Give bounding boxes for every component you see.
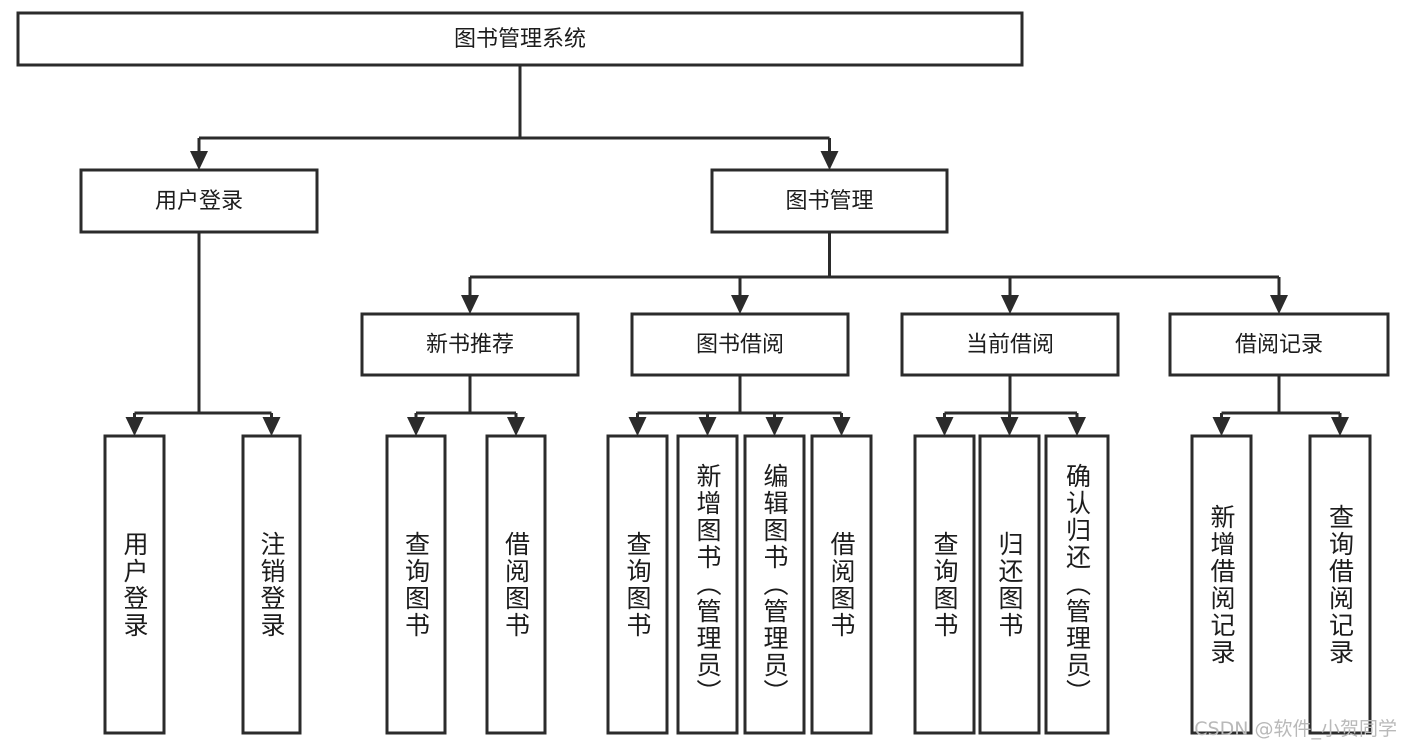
arrowhead-level2-1: [820, 151, 839, 170]
arrowhead-level2-0: [190, 151, 208, 170]
node-new-book-rec-label: 新书推荐: [426, 333, 514, 358]
node-leaf-logout[interactable]: [241, 434, 302, 735]
node-book-borrow[interactable]: [630, 312, 850, 377]
arrowhead-leaf-confirm-return: [1068, 417, 1086, 436]
arrowhead-leaf-logout: [262, 417, 281, 436]
node-user-login-label: 用户登录: [155, 189, 243, 214]
arrowhead-leaf-edit-book: [765, 417, 784, 436]
arrowhead-leaf-add-book: [698, 417, 717, 436]
node-borrow-record-label: 借阅记录: [1235, 333, 1323, 358]
node-root-label: 图书管理系统: [454, 27, 586, 52]
node-box-layer: [16, 11, 1390, 735]
arrowhead-level3-0: [461, 295, 479, 314]
arrowhead-leaf-query-record: [1331, 417, 1349, 436]
arrowhead-leaf-borrow-book-b: [832, 417, 851, 436]
arrowhead-level3-3: [1270, 295, 1288, 314]
node-leaf-return-book[interactable]: [978, 434, 1041, 735]
node-borrow-record[interactable]: [1168, 312, 1390, 377]
node-leaf-confirm-return[interactable]: [1044, 434, 1110, 735]
node-root[interactable]: [16, 11, 1024, 67]
arrowhead-leaf-query-book-rec: [407, 417, 425, 436]
node-leaf-add-record[interactable]: [1190, 434, 1253, 735]
arrowhead-leaf-query-book-c: [935, 417, 954, 436]
node-leaf-edit-book[interactable]: [743, 434, 806, 735]
node-leaf-query-book-rec[interactable]: [385, 434, 447, 735]
arrowhead-leaf-user-login: [125, 417, 144, 436]
node-book-manage[interactable]: [710, 168, 949, 234]
node-leaf-query-book-c[interactable]: [913, 434, 976, 735]
node-current-borrow-label: 当前借阅: [966, 333, 1054, 358]
node-leaf-add-book[interactable]: [676, 434, 739, 735]
node-book-borrow-label: 图书借阅: [696, 333, 784, 358]
node-leaf-user-login[interactable]: [103, 434, 166, 735]
node-new-book-rec[interactable]: [360, 312, 580, 377]
csdn-watermark: CSDN @软件_小贺同学: [1194, 718, 1397, 740]
node-book-manage-label: 图书管理: [785, 189, 873, 214]
arrowhead-level3-2: [1001, 295, 1019, 314]
arrowhead-leaf-return-book: [1000, 417, 1019, 436]
arrowhead-leaf-add-record: [1212, 417, 1231, 436]
node-leaf-borrow-book-b[interactable]: [810, 434, 873, 735]
arrowhead-level3-1: [731, 295, 749, 314]
node-user-login[interactable]: [79, 168, 319, 234]
arrowhead-leaf-borrow-book-rec: [507, 417, 525, 436]
node-leaf-query-book-b[interactable]: [606, 434, 669, 735]
node-leaf-borrow-book-rec[interactable]: [485, 434, 547, 735]
connector-layer: [125, 65, 1349, 436]
node-current-borrow[interactable]: [900, 312, 1120, 377]
node-leaf-query-record[interactable]: [1308, 434, 1372, 735]
arrowhead-leaf-query-book-b: [628, 417, 647, 436]
